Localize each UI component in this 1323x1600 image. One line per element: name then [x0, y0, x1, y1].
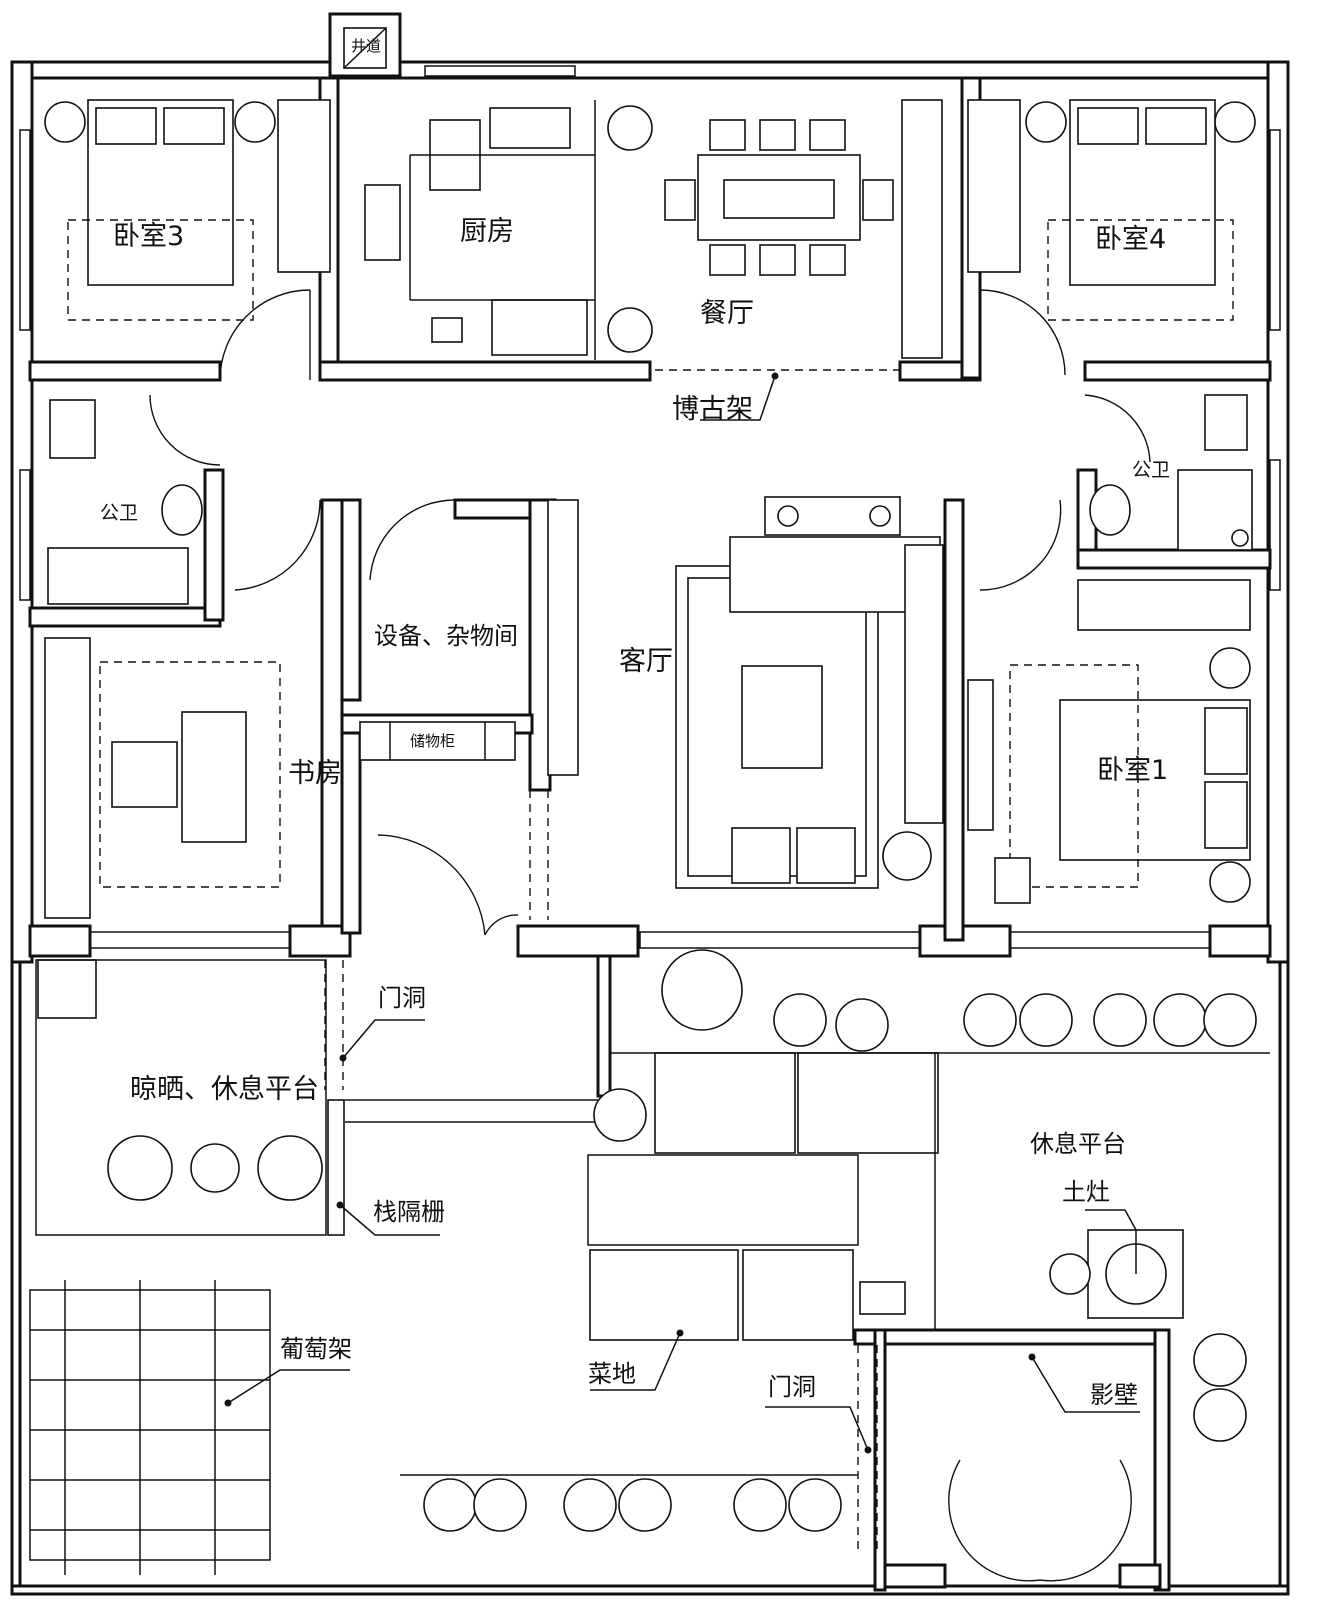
earth-stove [1049, 1229, 1184, 1319]
label-doorway-top: 门洞 [378, 984, 426, 1012]
kitchen-fixtures [364, 100, 596, 360]
grape-trellis [29, 1280, 271, 1575]
label-bedroom3: 卧室3 [113, 221, 184, 252]
label-bath-right: 公卫 [1132, 459, 1170, 481]
label-storage-cabinet: 储物柜 [410, 732, 455, 750]
label-doorway-bottom: 门洞 [768, 1373, 816, 1401]
living-furniture [547, 496, 944, 889]
storage-cabinet [359, 721, 516, 761]
outer-walls [10, 12, 1290, 1596]
label-bedroom1: 卧室1 [1097, 755, 1168, 786]
label-grape-trellis: 葡萄架 [280, 1335, 352, 1363]
trees [423, 949, 1257, 1532]
label-shaft: 井道 [351, 37, 381, 55]
dining-table [607, 99, 943, 359]
label-equipment-room: 设备、杂物间 [374, 622, 518, 650]
wardrobe-bedroom3 [277, 99, 331, 273]
label-drying-platform: 晾晒、休息平台 [130, 1074, 319, 1105]
bed-bedroom3 [44, 99, 276, 321]
doors [149, 289, 1151, 1582]
bed-bedroom1 [967, 579, 1251, 904]
label-bogu-shelf: 博古架 [672, 394, 753, 425]
room-labels: 井道 卧室3 厨房 餐厅 卧室4 博古架 公卫 公卫 设备、杂物间 客厅 储物柜… [100, 37, 1170, 1409]
leader-lines [224, 372, 1140, 1454]
vegetable-beds [400, 1052, 1270, 1476]
label-trellis-fence: 栈隔栅 [373, 1198, 445, 1226]
label-earth-stove: 土灶 [1062, 1178, 1110, 1206]
label-study: 书房 [288, 758, 342, 789]
label-bedroom4: 卧室4 [1095, 224, 1166, 255]
label-living-room: 客厅 [619, 646, 673, 677]
bath-right-fixtures [1089, 394, 1253, 551]
label-rest-platform: 休息平台 [1030, 1130, 1126, 1158]
label-vegetable-plot: 菜地 [588, 1360, 636, 1388]
drying-area [35, 959, 598, 1236]
label-bath-left: 公卫 [100, 502, 138, 524]
label-screen-wall: 影壁 [1090, 1381, 1138, 1409]
label-dining: 餐厅 [700, 298, 754, 329]
bath-left-fixtures [47, 399, 203, 605]
dashed-openings [324, 369, 900, 1555]
label-kitchen: 厨房 [460, 216, 514, 247]
bed-bedroom4 [967, 99, 1256, 321]
study-furniture [44, 637, 281, 919]
